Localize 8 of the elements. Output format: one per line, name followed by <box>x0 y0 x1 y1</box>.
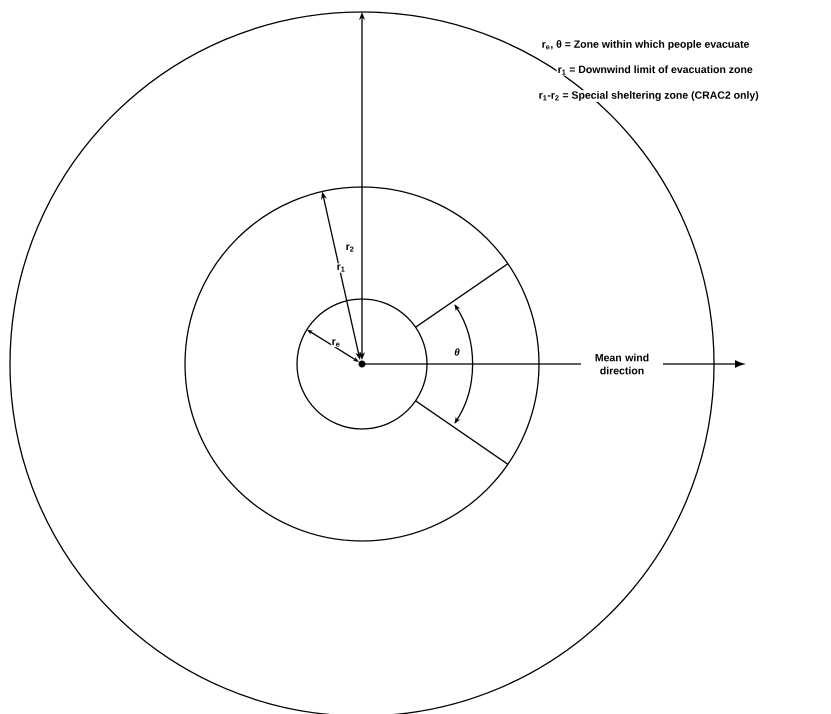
definition-text: r$_{1}$-r$_{2}$ = Special sheltering zone (CRAC2 only) <box>538 90 760 102</box>
dimension-label: r$_{1}$ <box>336 263 346 273</box>
definition-text: r$_{1}$ = Downwind limit of evacuation zone <box>556 64 754 76</box>
definition-text: r$_{e}$, θ = Zone within which people evacuate <box>540 39 750 51</box>
direction-label: Mean wind direction <box>581 352 663 376</box>
dimension-label: r$_{2}$ <box>346 244 354 252</box>
angle-label: θ <box>454 348 460 356</box>
dimension-label: r$_{e}$ <box>331 338 341 348</box>
